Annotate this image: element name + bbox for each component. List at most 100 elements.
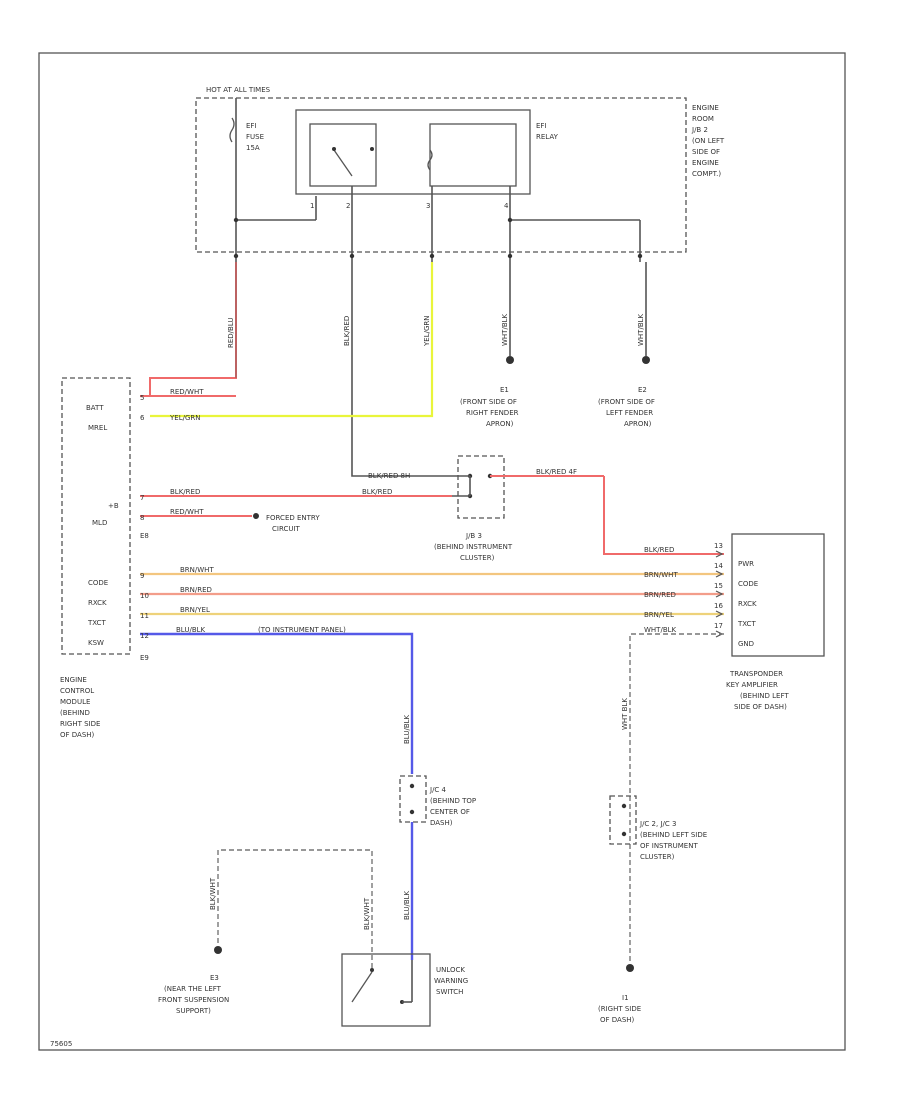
svg-text:(FRONT SIDE OF: (FRONT SIDE OF — [598, 398, 655, 406]
svg-text:BLU/BLK: BLU/BLK — [403, 890, 411, 920]
unlock-warning-switch-box — [341, 953, 431, 1027]
svg-text:(BEHIND INSTRUMENT: (BEHIND INSTRUMENT — [434, 543, 513, 551]
efi-relay-label: EFI RELAY — [536, 122, 559, 141]
svg-text:(TO INSTRUMENT PANEL): (TO INSTRUMENT PANEL) — [258, 626, 346, 634]
svg-text:BRN/RED: BRN/RED — [180, 586, 212, 594]
diagram-frame — [38, 52, 846, 1051]
blk-red-wire — [351, 262, 452, 477]
ground-i-icon — [626, 964, 634, 972]
svg-text:BRN/WHT: BRN/WHT — [644, 571, 678, 579]
blk-vertical-label: BLK/RED — [343, 316, 351, 346]
ground-e2-icon — [642, 356, 650, 364]
svg-text:8: 8 — [140, 514, 144, 522]
tp-pin-code: CODE — [738, 580, 758, 588]
svg-text:(BEHIND: (BEHIND — [60, 709, 90, 717]
ground-e1-label: E1 (FRONT SIDE OF RIGHT FENDER APRON) — [460, 386, 519, 428]
tp-pin-gnd: GND — [738, 640, 754, 648]
switch-ground-wire — [217, 849, 373, 968]
svg-text:COMPT.): COMPT.) — [692, 170, 721, 178]
engine-room-jb-label: ENGINE ROOM J/B 2 (ON LEFT SIDE OF ENGIN… — [691, 104, 725, 178]
svg-text:13: 13 — [714, 542, 723, 550]
svg-text:SUPPORT): SUPPORT) — [176, 1007, 211, 1015]
ecm-label: ENGINE CONTROL MODULE (BEHIND RIGHT SIDE… — [60, 676, 100, 739]
jc4-outline — [399, 775, 427, 823]
efi-relay-box — [295, 109, 531, 195]
svg-text:ROOM: ROOM — [692, 115, 714, 123]
svg-text:YEL/GRN: YEL/GRN — [169, 414, 200, 422]
svg-text:ENGINE: ENGINE — [692, 104, 719, 112]
svg-text:RIGHT SIDE: RIGHT SIDE — [60, 720, 100, 728]
efi-fuse-label: EFI FUSE 15A — [246, 122, 264, 152]
svg-text:I1: I1 — [622, 994, 629, 1002]
svg-text:5: 5 — [140, 394, 144, 402]
transponder-label: TRANSPONDER KEY AMPLIFIER (BEHIND LEFT S… — [726, 670, 789, 711]
svg-text:BLU/BLK: BLU/BLK — [403, 714, 411, 744]
svg-text:(BEHIND TOP: (BEHIND TOP — [430, 797, 476, 805]
svg-text:12: 12 — [140, 632, 149, 640]
svg-text:E2: E2 — [638, 386, 647, 394]
ecm-pin-txct: TXCT — [87, 619, 106, 627]
svg-text:(BEHIND LEFT SIDE: (BEHIND LEFT SIDE — [640, 831, 707, 839]
svg-text:APRON): APRON) — [486, 420, 514, 428]
svg-text:FRONT SUSPENSION: FRONT SUSPENSION — [158, 996, 229, 1004]
ecm-pin-batt: BATT — [86, 404, 104, 412]
relay-coil — [427, 149, 433, 171]
svg-text:APRON): APRON) — [624, 420, 652, 428]
svg-text:RELAY: RELAY — [536, 133, 559, 141]
ecm-pin-mrel: MREL — [88, 424, 107, 432]
svg-text:7: 7 — [140, 494, 144, 502]
svg-text:KEY AMPLIFIER: KEY AMPLIFIER — [726, 681, 778, 689]
svg-text:3: 3 — [426, 202, 430, 210]
pwr-wire — [603, 476, 724, 555]
svg-text:CLUSTER): CLUSTER) — [640, 853, 675, 861]
ground-e2-label: E2 (FRONT SIDE OF LEFT FENDER APRON) — [598, 386, 655, 428]
svg-text:BRN/YEL: BRN/YEL — [180, 606, 210, 614]
svg-text:TRANSPONDER: TRANSPONDER — [729, 670, 783, 678]
ground-e3-label: E3 (NEAR THE LEFT FRONT SUSPENSION SUPPO… — [158, 974, 229, 1015]
svg-text:SWITCH: SWITCH — [436, 988, 463, 996]
svg-text:2: 2 — [346, 202, 350, 210]
svg-text:(BEHIND LEFT: (BEHIND LEFT — [740, 692, 789, 700]
jc4-label: J/C 4 (BEHIND TOP CENTER OF DASH) — [429, 786, 476, 827]
svg-text:BLK/RED: BLK/RED — [644, 546, 674, 554]
svg-text:WHT/BLK: WHT/BLK — [644, 626, 677, 634]
ecm-pin-code: CODE — [88, 579, 108, 587]
svg-text:E3: E3 — [210, 974, 219, 982]
svg-text:RED/WHT: RED/WHT — [170, 508, 204, 516]
jc2-label: J/C 2, J/C 3 (BEHIND LEFT SIDE OF INSTRU… — [639, 820, 707, 861]
svg-text:EFI: EFI — [246, 122, 257, 130]
footer-code: 75605 — [50, 1040, 72, 1048]
ecm-outline — [61, 377, 131, 655]
svg-text:CIRCUIT: CIRCUIT — [272, 525, 301, 533]
jc2-outline — [609, 795, 637, 845]
unlock-warning-switch-label: UNLOCK WARNING SWITCH — [434, 966, 468, 996]
svg-text:UNLOCK: UNLOCK — [436, 966, 465, 974]
svg-text:11: 11 — [140, 612, 149, 620]
ground-i-label: I1 (RIGHT SIDE OF DASH) — [598, 994, 641, 1024]
svg-text:17: 17 — [714, 622, 723, 630]
tp-pin-rxck: RXCK — [738, 600, 757, 608]
svg-text:WARNING: WARNING — [434, 977, 468, 985]
ecm-pin-ig: +B — [108, 502, 119, 510]
svg-text:BLK/RED 8H: BLK/RED 8H — [368, 472, 410, 480]
svg-text:1: 1 — [310, 202, 314, 210]
svg-text:ENGINE: ENGINE — [60, 676, 87, 684]
svg-text:OF INSTRUMENT: OF INSTRUMENT — [640, 842, 698, 850]
svg-text:J/B 3: J/B 3 — [465, 532, 482, 540]
batt-wire — [149, 262, 237, 396]
svg-text:BLK/WHT: BLK/WHT — [363, 897, 371, 930]
svg-text:CONTROL: CONTROL — [60, 687, 94, 695]
svg-text:16: 16 — [714, 602, 723, 610]
svg-text:15A: 15A — [246, 144, 260, 152]
transponder-box — [731, 533, 825, 657]
svg-text:15: 15 — [714, 582, 723, 590]
svg-text:BLK/RED: BLK/RED — [170, 488, 200, 496]
svg-text:4: 4 — [504, 202, 509, 210]
svg-text:BLK/WHT: BLK/WHT — [209, 877, 217, 910]
ground-e3-icon — [214, 946, 222, 954]
svg-text:BLU/BLK: BLU/BLK — [176, 626, 206, 634]
svg-text:E1: E1 — [500, 386, 509, 394]
svg-text:RED/WHT: RED/WHT — [170, 388, 204, 396]
ground-e1-icon — [506, 356, 514, 364]
svg-text:BRN/YEL: BRN/YEL — [644, 611, 674, 619]
